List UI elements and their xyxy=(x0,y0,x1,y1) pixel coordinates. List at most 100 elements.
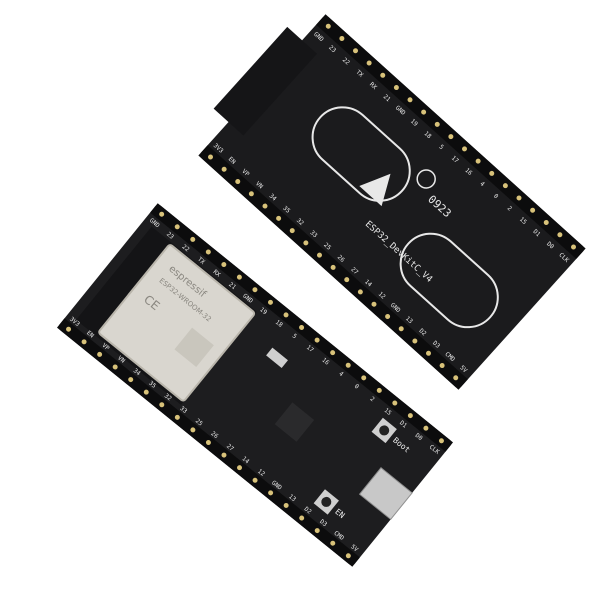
header-pin xyxy=(221,166,227,172)
micro-usb-port[interactable] xyxy=(358,467,413,521)
pin-label: D3 xyxy=(318,518,328,528)
pin-label: D2 xyxy=(303,506,313,516)
header-pin xyxy=(159,211,165,217)
header-pin xyxy=(425,350,431,356)
pin-label: D2 xyxy=(418,327,428,337)
pin-label: RX xyxy=(368,81,378,91)
pin-label: 35 xyxy=(281,205,291,215)
header-pin xyxy=(502,183,508,189)
pin-label: 5V xyxy=(458,364,468,374)
pin-label: EN xyxy=(227,156,237,166)
pin-label: 2 xyxy=(506,205,514,213)
header-pin xyxy=(66,326,72,332)
pin-label: TX xyxy=(196,256,206,266)
pin-label: D0 xyxy=(414,432,424,442)
pin-label: 27 xyxy=(349,266,359,276)
header-pin xyxy=(366,60,372,66)
wroom-shield xyxy=(98,244,256,402)
pin-label: 13 xyxy=(287,493,297,503)
esd-warning-icon xyxy=(359,173,391,207)
header-pin xyxy=(543,219,549,225)
pin-label: 25 xyxy=(322,242,332,252)
header-pin xyxy=(392,400,398,406)
header-pin xyxy=(262,203,268,209)
header-pin xyxy=(235,179,241,185)
pin-label: 32 xyxy=(295,217,305,227)
header-pin xyxy=(557,232,563,238)
pb-free-icon xyxy=(416,169,436,189)
pin-label: 12 xyxy=(377,291,387,301)
header-pin xyxy=(252,477,258,483)
header-pin xyxy=(267,299,273,305)
header-pin xyxy=(423,425,429,431)
header-pin xyxy=(439,363,445,369)
pin-label: D1 xyxy=(398,420,408,430)
header-pin xyxy=(221,262,227,268)
pin-label: VN xyxy=(254,180,264,190)
header-pin xyxy=(407,97,413,103)
header-pin xyxy=(489,170,495,176)
pin-label: 16 xyxy=(320,357,330,367)
header-pin xyxy=(159,402,165,408)
pin-label: 21 xyxy=(227,281,237,291)
front-board: espressif ESP32-WROOM-32 CE GND2322TXRX2… xyxy=(56,203,454,567)
header-pin xyxy=(268,490,274,496)
en-button-cap[interactable] xyxy=(319,495,333,509)
boot-button-cap[interactable] xyxy=(377,423,391,437)
pin-label: 23 xyxy=(327,44,337,54)
pin-label: 12 xyxy=(256,468,266,478)
pin-label: 18 xyxy=(274,319,284,329)
usb-uart-chip xyxy=(274,402,315,442)
header-pin xyxy=(303,240,309,246)
header-pin xyxy=(112,364,118,370)
header-pin xyxy=(385,313,391,319)
header-pin xyxy=(97,351,103,357)
header-pin xyxy=(299,515,305,521)
pin-label: 26 xyxy=(336,254,346,264)
header-pin xyxy=(190,236,196,242)
pin-label: 14 xyxy=(240,455,250,465)
pin-label: 0 xyxy=(353,383,361,391)
pin-label: 27 xyxy=(225,443,235,453)
pin-label: 15 xyxy=(383,407,393,417)
pin-label: 5 xyxy=(437,144,445,152)
header-pin xyxy=(516,195,522,201)
pin-label: TX xyxy=(354,69,364,79)
header-pin xyxy=(207,154,213,160)
pin-label: 19 xyxy=(409,118,419,128)
header-pin xyxy=(412,338,418,344)
header-pin xyxy=(314,337,320,343)
header-pin xyxy=(421,109,427,115)
header-pin xyxy=(330,350,336,356)
pin-label: 18 xyxy=(423,130,433,140)
header-pin xyxy=(434,121,440,127)
header-pin xyxy=(345,553,351,559)
header-pin xyxy=(205,249,211,255)
pin-label: VN xyxy=(116,355,126,365)
header-pin xyxy=(143,389,149,395)
header-pin xyxy=(344,277,350,283)
header-pin xyxy=(276,215,282,221)
header-pin xyxy=(330,264,336,270)
pin-label: 32 xyxy=(163,392,173,402)
header-pin xyxy=(475,158,481,164)
header-pin xyxy=(407,413,413,419)
pin-label: 16 xyxy=(463,167,473,177)
pin-label: RX xyxy=(212,268,222,278)
header-pin xyxy=(252,287,258,293)
pin-label: 4 xyxy=(478,180,486,188)
pin-label: 4 xyxy=(337,370,345,378)
back-oval-right xyxy=(399,232,499,329)
header-pin xyxy=(339,35,345,41)
pin-label: VP xyxy=(240,168,250,178)
pin-label: 22 xyxy=(181,243,191,253)
header-pin xyxy=(174,414,180,420)
header-pin xyxy=(453,375,459,381)
header-pin xyxy=(330,540,336,546)
header-pin xyxy=(248,191,254,197)
pin-label: 17 xyxy=(305,344,315,354)
header-pin xyxy=(438,438,444,444)
pin-label: EN xyxy=(85,329,95,339)
pin-label: 35 xyxy=(147,380,157,390)
